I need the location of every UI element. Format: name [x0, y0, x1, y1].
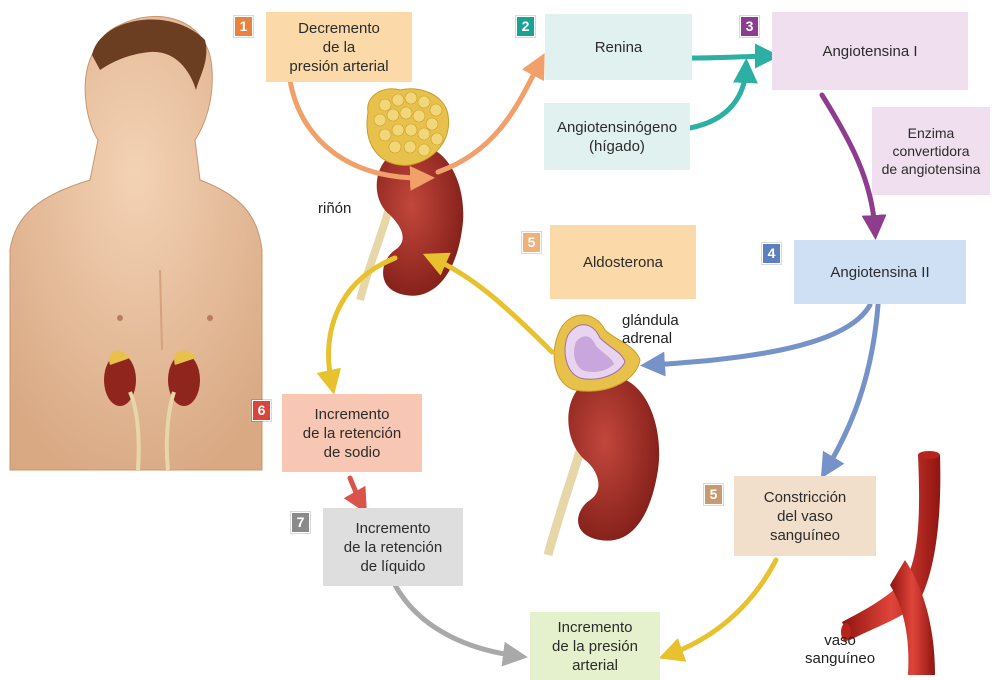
arrow-renin-to-angiotensin-i [692, 56, 770, 58]
step-5-aldosterone-number: 5 [522, 232, 541, 253]
arrow-liquid-to-pressure [395, 585, 518, 656]
angiotensin-i-text: Angiotensina I [822, 42, 917, 61]
step-3-box: Angiotensina I [772, 12, 968, 90]
arrow-angiotensin-ii-to-vessel [826, 305, 878, 470]
lower-kidney-illustration [548, 315, 659, 555]
angiotensinogen-text: Angiotensinógeno (hígado) [557, 118, 677, 156]
step-2-number: 2 [516, 16, 535, 37]
enzyme-box: Enzima convertidora de angiotensina [872, 107, 990, 195]
renina-text: Renina [595, 38, 643, 57]
angiotensinogen-box: Angiotensinógeno (hígado) [544, 103, 690, 170]
step-1-number: 1 [234, 16, 253, 37]
final-pressure-box: Incremento de la presión arterial [530, 612, 660, 680]
adrenal-gland-label: glándula adrenal [622, 312, 679, 348]
angiotensin-ii-text: Angiotensina II [830, 263, 929, 282]
human-torso-illustration [10, 16, 262, 470]
sodium-retention-text: Incremento de la retención de sodio [303, 405, 401, 462]
aldosterone-text: Aldosterona [583, 253, 663, 272]
step-6-number: 6 [252, 400, 271, 421]
step-2-box: Renina [545, 14, 692, 80]
step-1-text: Decremento de la presión arterial [289, 19, 388, 76]
step-5-constriction-box: Constricción del vaso sanguíneo [734, 476, 876, 556]
liquid-retention-text: Incremento de la retención de líquido [344, 519, 442, 576]
step-7-number: 7 [291, 512, 310, 533]
step-5-constriction-number: 5 [704, 484, 723, 505]
step-5-aldosterone-box: Aldosterona [550, 225, 696, 299]
arrow-sodium-to-liquid [350, 478, 362, 505]
step-4-box: Angiotensina II [794, 240, 966, 304]
arrow-kidney-to-renin [438, 62, 540, 172]
step-7-box: Incremento de la retención de líquido [323, 508, 463, 586]
step-1-box: Decremento de la presión arterial [266, 12, 412, 82]
arrow-vessel-to-pressure [668, 560, 776, 655]
final-pressure-text: Incremento de la presión arterial [552, 618, 638, 675]
step-4-number: 4 [762, 243, 781, 264]
arrow-angiotensinogen [690, 68, 746, 128]
arrow-angiotensin-ii-to-adrenal [650, 305, 870, 365]
blood-vessel-label: vaso sanguíneo [805, 632, 875, 668]
arrow-angiotensin-i-to-ii [822, 95, 875, 230]
enzyme-text: Enzima convertidora de angiotensina [882, 124, 981, 178]
step-6-box: Incremento de la retención de sodio [282, 394, 422, 472]
constriction-text: Constricción del vaso sanguíneo [764, 488, 847, 545]
arrow-adrenal-to-kidney [432, 258, 552, 352]
step-3-number: 3 [740, 16, 759, 37]
kidney-label: riñón [318, 200, 351, 218]
